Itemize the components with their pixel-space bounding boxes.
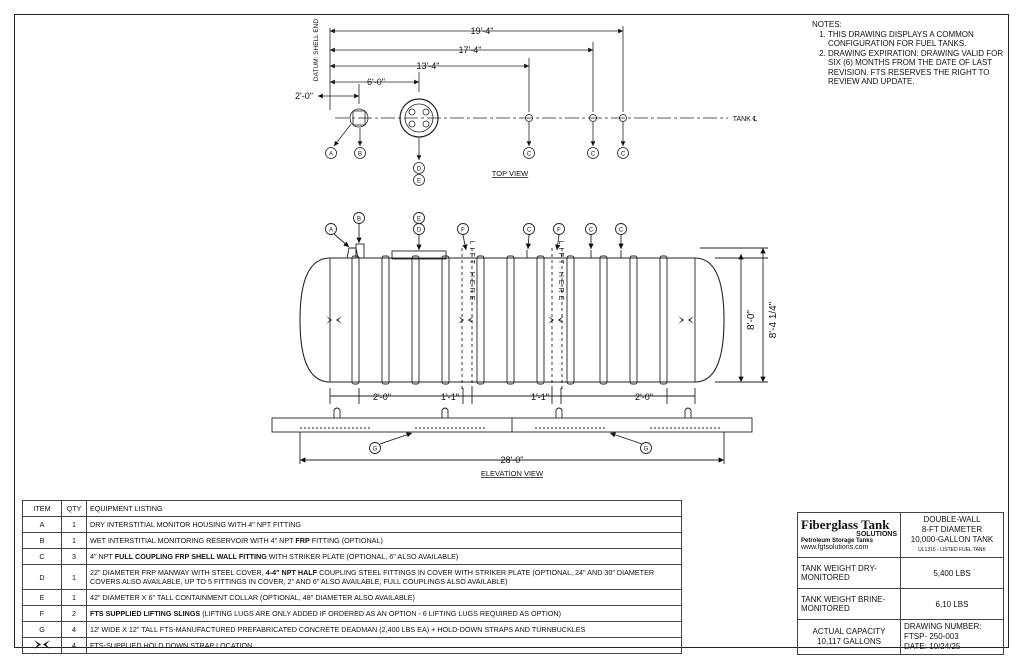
manway-collar — [391, 250, 447, 260]
strap-location-icon — [678, 316, 694, 324]
note-item: DRAWING EXPIRATION: DRAWING VALID FOR SI… — [828, 49, 1007, 87]
note-item: THIS DRAWING DISPLAYS A COMMON CONFIGURA… — [828, 30, 1007, 49]
callout-label: D — [417, 167, 422, 173]
height-dim-label: 8'-4 1/4" — [768, 301, 779, 338]
strap-location-icon — [34, 640, 50, 649]
lift-here-label: LIFT HERE — [468, 241, 475, 304]
dim-label: 2'-0" — [373, 392, 391, 402]
shell-fitting — [619, 114, 627, 122]
callout-label: B — [357, 217, 361, 223]
strap-location-icon — [326, 316, 342, 324]
table-row: A 1 DRY INTERSTITIAL MONITOR HOUSING WIT… — [22, 516, 682, 533]
monitoring-reservoir — [355, 243, 365, 259]
table-row: E 1 42" DIAMETER X 6" TALL CONTAINMENT C… — [22, 589, 682, 606]
callout-label: A — [329, 228, 333, 234]
notes-heading: NOTES: — [812, 20, 842, 29]
company-logo: Fiberglass Tank SOLUTIONS Petroleum Stor… — [797, 512, 901, 558]
col-header-listing: EQUIPMENT LISTING — [86, 500, 682, 517]
callout-label: E — [417, 179, 421, 185]
table-row: D 1 22" DIAMETER FRP MANWAY WITH STEEL C… — [22, 564, 682, 590]
height-dim-label: 8'-0" — [746, 310, 757, 330]
callout-label: G — [373, 447, 378, 453]
lift-here-label: LIFT HERE — [557, 241, 564, 304]
strap-anchor — [441, 407, 449, 418]
dry-weight-value: 5,400 LBS — [900, 557, 1004, 589]
monitor-housing-fitting — [349, 108, 369, 128]
drawing-number-cell: DRAWING NUMBER: FTSP- 250-003 DATE: 10/2… — [900, 619, 1004, 655]
datum-label: DATUM: SHELL END — [313, 19, 320, 81]
dim-label: 19'-4" — [471, 26, 494, 36]
overall-length-label: 28'-0" — [501, 455, 524, 465]
dim-label: 6'-0" — [367, 77, 385, 87]
notes-block: NOTES: THIS DRAWING DISPLAYS A COMMON CO… — [812, 20, 1007, 87]
callout-label: C — [527, 152, 532, 158]
col-header-item: ITEM — [22, 500, 62, 517]
top-view-title: TOP VIEW — [492, 169, 529, 178]
strap-anchor — [684, 407, 692, 418]
top-view — [318, 26, 728, 186]
callout-label: F — [557, 228, 561, 234]
brine-weight-value: 6,10 LBS — [900, 588, 1004, 620]
manway-collar — [399, 98, 439, 138]
tank-centerline-label: TANK ℄ — [733, 116, 758, 123]
strap-anchor — [333, 407, 341, 418]
elevation-view-title: ELEVATION VIEW — [481, 469, 544, 478]
brine-weight-label: TANK WEIGHT BRINE-MONITORED — [797, 588, 901, 620]
equipment-table: ITEM QTY EQUIPMENT LISTING A 1 DRY INTER… — [22, 500, 682, 654]
shell-fitting — [525, 114, 533, 122]
capacity-cell: ACTUAL CAPACITY 10,117 GALLONS — [797, 619, 901, 655]
callout-label: C — [619, 228, 624, 234]
table-row: B 1 WET INTERSTITIAL MONITORING RESERVOI… — [22, 532, 682, 549]
shell-fitting — [589, 114, 597, 122]
table-row: G 4 12' WIDE X 12" TALL FTS-MANUFACTURED… — [22, 621, 682, 638]
title-block: Fiberglass Tank SOLUTIONS Petroleum Stor… — [797, 512, 1004, 655]
callout-label: A — [329, 152, 333, 158]
callout-label: G — [644, 447, 649, 453]
table-row: 4 FTS-SUPPLIED HOLD DOWN STRAP LOCATION — [22, 637, 682, 654]
callout-label: C — [591, 152, 596, 158]
callout-label: E — [417, 217, 421, 223]
dim-label: 17'-4" — [459, 45, 482, 55]
callout-label: C — [621, 152, 626, 158]
dry-weight-label: TANK WEIGHT DRY-MONITORED — [797, 557, 901, 589]
dim-label: 1'-1" — [441, 392, 459, 402]
col-header-qty: QTY — [61, 500, 87, 517]
table-row: C 3 4" NPT FULL COUPLING FRP SHELL WALL … — [22, 548, 682, 565]
strap-anchor — [555, 407, 563, 418]
tank-ribs — [351, 255, 668, 385]
dim-label: 1'-1" — [531, 392, 549, 402]
elevation-view — [271, 212, 768, 464]
callout-label: F — [461, 228, 465, 234]
callout-label: C — [527, 228, 532, 234]
tank-description: DOUBLE-WALL 8-FT DIAMETER 10,000-GALLON … — [900, 512, 1004, 558]
callout-label: C — [589, 228, 594, 234]
callout-label: D — [417, 228, 422, 234]
callout-label: B — [358, 152, 362, 158]
table-row: F 2 FTS SUPPLIED LIFTING SLINGS (LIFTING… — [22, 605, 682, 622]
dim-label: 2'-0" — [295, 91, 313, 101]
strap-markers — [326, 316, 694, 324]
dim-label: 13'-4" — [417, 61, 440, 71]
dim-label: 2'-0" — [635, 392, 653, 402]
monitor-housing — [346, 247, 359, 259]
